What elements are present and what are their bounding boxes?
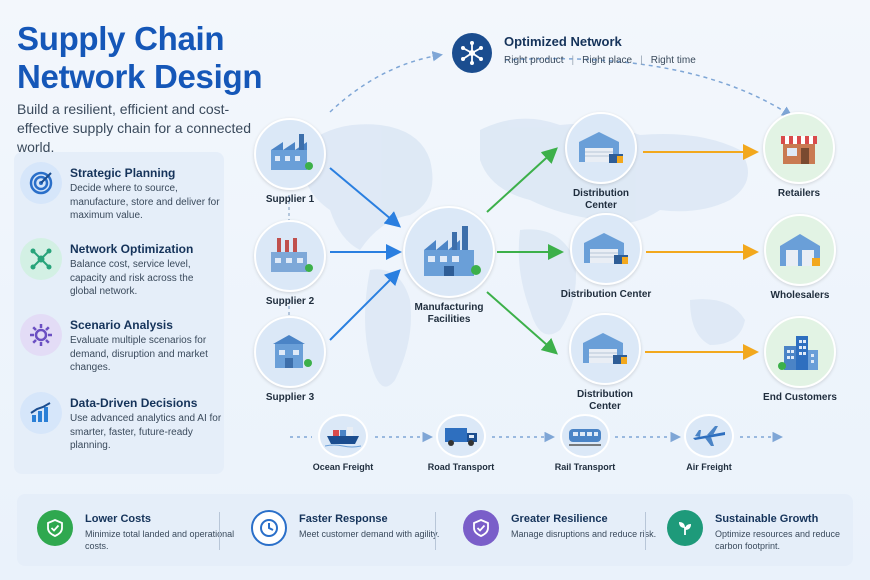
- arrow-supplier3: [329, 269, 401, 341]
- supplier-label: Supplier 3: [265, 392, 315, 403]
- leaf-icon: [667, 510, 703, 546]
- endpoint-label: End Customers: [763, 392, 837, 403]
- clock-icon: [251, 510, 287, 546]
- factory-icon: [254, 220, 326, 292]
- benefit-lower-costs: Lower Costs Minimize total landed and op…: [37, 510, 237, 554]
- strategy-title: Strategic Planning: [70, 166, 176, 180]
- optimized-network: Optimized Network Right product|Right pl…: [452, 33, 732, 77]
- network-hub-icon: [452, 33, 492, 73]
- arc-to-optimized: [329, 51, 443, 113]
- endpoint-label: Wholesalers: [770, 290, 830, 301]
- strategy-item-scenario: Scenario Analysis Evaluate multiple scen…: [20, 310, 220, 382]
- benefit-title: Greater Resilience: [511, 513, 608, 525]
- divider: [435, 512, 436, 550]
- manufacturing-label: Manufacturing Facilities: [414, 302, 484, 325]
- strategy-item-data: Data-Driven Decisions Use advanced analy…: [20, 388, 222, 460]
- bar-chart-icon: [20, 392, 62, 434]
- arrow-dc3: [486, 291, 558, 355]
- optimized-item: Right time: [650, 55, 696, 66]
- divider: [645, 512, 646, 550]
- node-wholesalers: Wholesalers: [760, 214, 840, 302]
- transport-label: Ocean Freight: [312, 462, 374, 472]
- airplane-icon: [684, 414, 734, 458]
- node-dc-3: Distribution Center: [560, 313, 650, 413]
- strategy-desc: Evaluate multiple scenarios for demand, …: [70, 335, 208, 373]
- dc-label: Distribution Center: [560, 289, 652, 300]
- buildings-icon: [764, 316, 836, 388]
- arrow-supplier1: [329, 167, 402, 228]
- optimized-item: Right place: [582, 55, 633, 66]
- benefit-faster-response: Faster Response Meet customer demand wit…: [251, 510, 451, 554]
- strategy-desc: Balance cost, service level, capacity an…: [70, 259, 194, 297]
- strategy-item-planning: Strategic Planning Decide where to sourc…: [20, 158, 220, 230]
- warehouse-icon: [764, 214, 836, 286]
- benefit-title: Sustainable Growth: [715, 513, 819, 525]
- strategy-title: Network Optimization: [70, 242, 194, 256]
- benefit-desc: Meet customer demand with agility.: [299, 529, 440, 539]
- network-icon: [20, 238, 62, 280]
- benefit-sustainable-growth: Sustainable Growth Optimize resources an…: [667, 510, 852, 554]
- node-dc-2: Distribution Center: [560, 213, 652, 301]
- warehouse-icon: [254, 316, 326, 388]
- endpoint-label: Retailers: [777, 188, 821, 199]
- strategy-desc: Decide where to source, manufacture, sto…: [70, 183, 220, 221]
- transport-label: Air Freight: [686, 462, 732, 472]
- benefit-desc: Minimize total landed and operational co…: [85, 529, 235, 551]
- manufacturing-icon: [403, 206, 495, 298]
- node-end-customers: End Customers: [758, 316, 842, 404]
- benefit-greater-resilience: Greater Resilience Manage disruptions an…: [463, 510, 663, 554]
- strategy-item-optimization: Network Optimization Balance cost, servi…: [20, 234, 220, 306]
- factory-icon: [254, 118, 326, 190]
- warehouse-truck-icon: [570, 213, 642, 285]
- supplier-label: Supplier 1: [265, 194, 315, 205]
- transport-label: Road Transport: [427, 462, 495, 472]
- store-icon: [763, 112, 835, 184]
- title-line-2: Network Design: [17, 58, 263, 95]
- transport-air: Air Freight: [664, 414, 754, 472]
- benefits-bar: Lower Costs Minimize total landed and op…: [17, 494, 853, 566]
- strategy-title: Scenario Analysis: [70, 318, 173, 332]
- divider: [219, 512, 220, 550]
- benefit-desc: Manage disruptions and reduce risk.: [511, 529, 657, 539]
- shield-check-icon: [37, 510, 73, 546]
- strategy-desc: Use advanced analytics and AI for smarte…: [70, 413, 222, 451]
- node-supplier-3: Supplier 3: [252, 316, 328, 404]
- optimized-title: Optimized Network: [504, 34, 622, 49]
- page-title: Supply Chain Network Design: [17, 20, 262, 96]
- benefit-title: Lower Costs: [85, 513, 152, 525]
- node-retailers: Retailers: [760, 112, 838, 200]
- benefit-title: Faster Response: [299, 513, 388, 525]
- benefit-desc: Optimize resources and reduce carbon foo…: [715, 529, 841, 551]
- optimized-items: Right product|Right place|Right time: [504, 55, 696, 66]
- shield-check-icon: [463, 510, 499, 546]
- target-icon: [20, 162, 62, 204]
- transport-label: Rail Transport: [554, 462, 616, 472]
- node-dc-1: Distribution Center: [558, 112, 644, 212]
- optimized-item: Right product: [504, 55, 564, 66]
- supplier-label: Supplier 2: [265, 296, 315, 307]
- warehouse-truck-icon: [569, 313, 641, 385]
- train-icon: [560, 414, 610, 458]
- strategy-title: Data-Driven Decisions: [70, 396, 198, 410]
- strategy-panel: Strategic Planning Decide where to sourc…: [14, 152, 224, 474]
- arrow-dc1: [486, 147, 558, 213]
- warehouse-truck-icon: [565, 112, 637, 184]
- ship-icon: [318, 414, 368, 458]
- title-line-1: Supply Chain: [17, 20, 225, 57]
- transport-rail: Rail Transport: [540, 414, 630, 472]
- truck-icon: [436, 414, 486, 458]
- dc-label: Distribution Center: [576, 389, 634, 412]
- transport-ocean: Ocean Freight: [298, 414, 388, 472]
- node-supplier-1: Supplier 1: [252, 118, 328, 206]
- page-subtitle: Build a resilient, efficient and cost-ef…: [17, 101, 252, 155]
- gear-icon: [20, 314, 62, 356]
- dc-label: Distribution Center: [572, 188, 630, 211]
- node-manufacturing: Manufacturing Facilities: [400, 206, 498, 326]
- transport-road: Road Transport: [416, 414, 506, 472]
- node-supplier-2: Supplier 2: [252, 220, 328, 308]
